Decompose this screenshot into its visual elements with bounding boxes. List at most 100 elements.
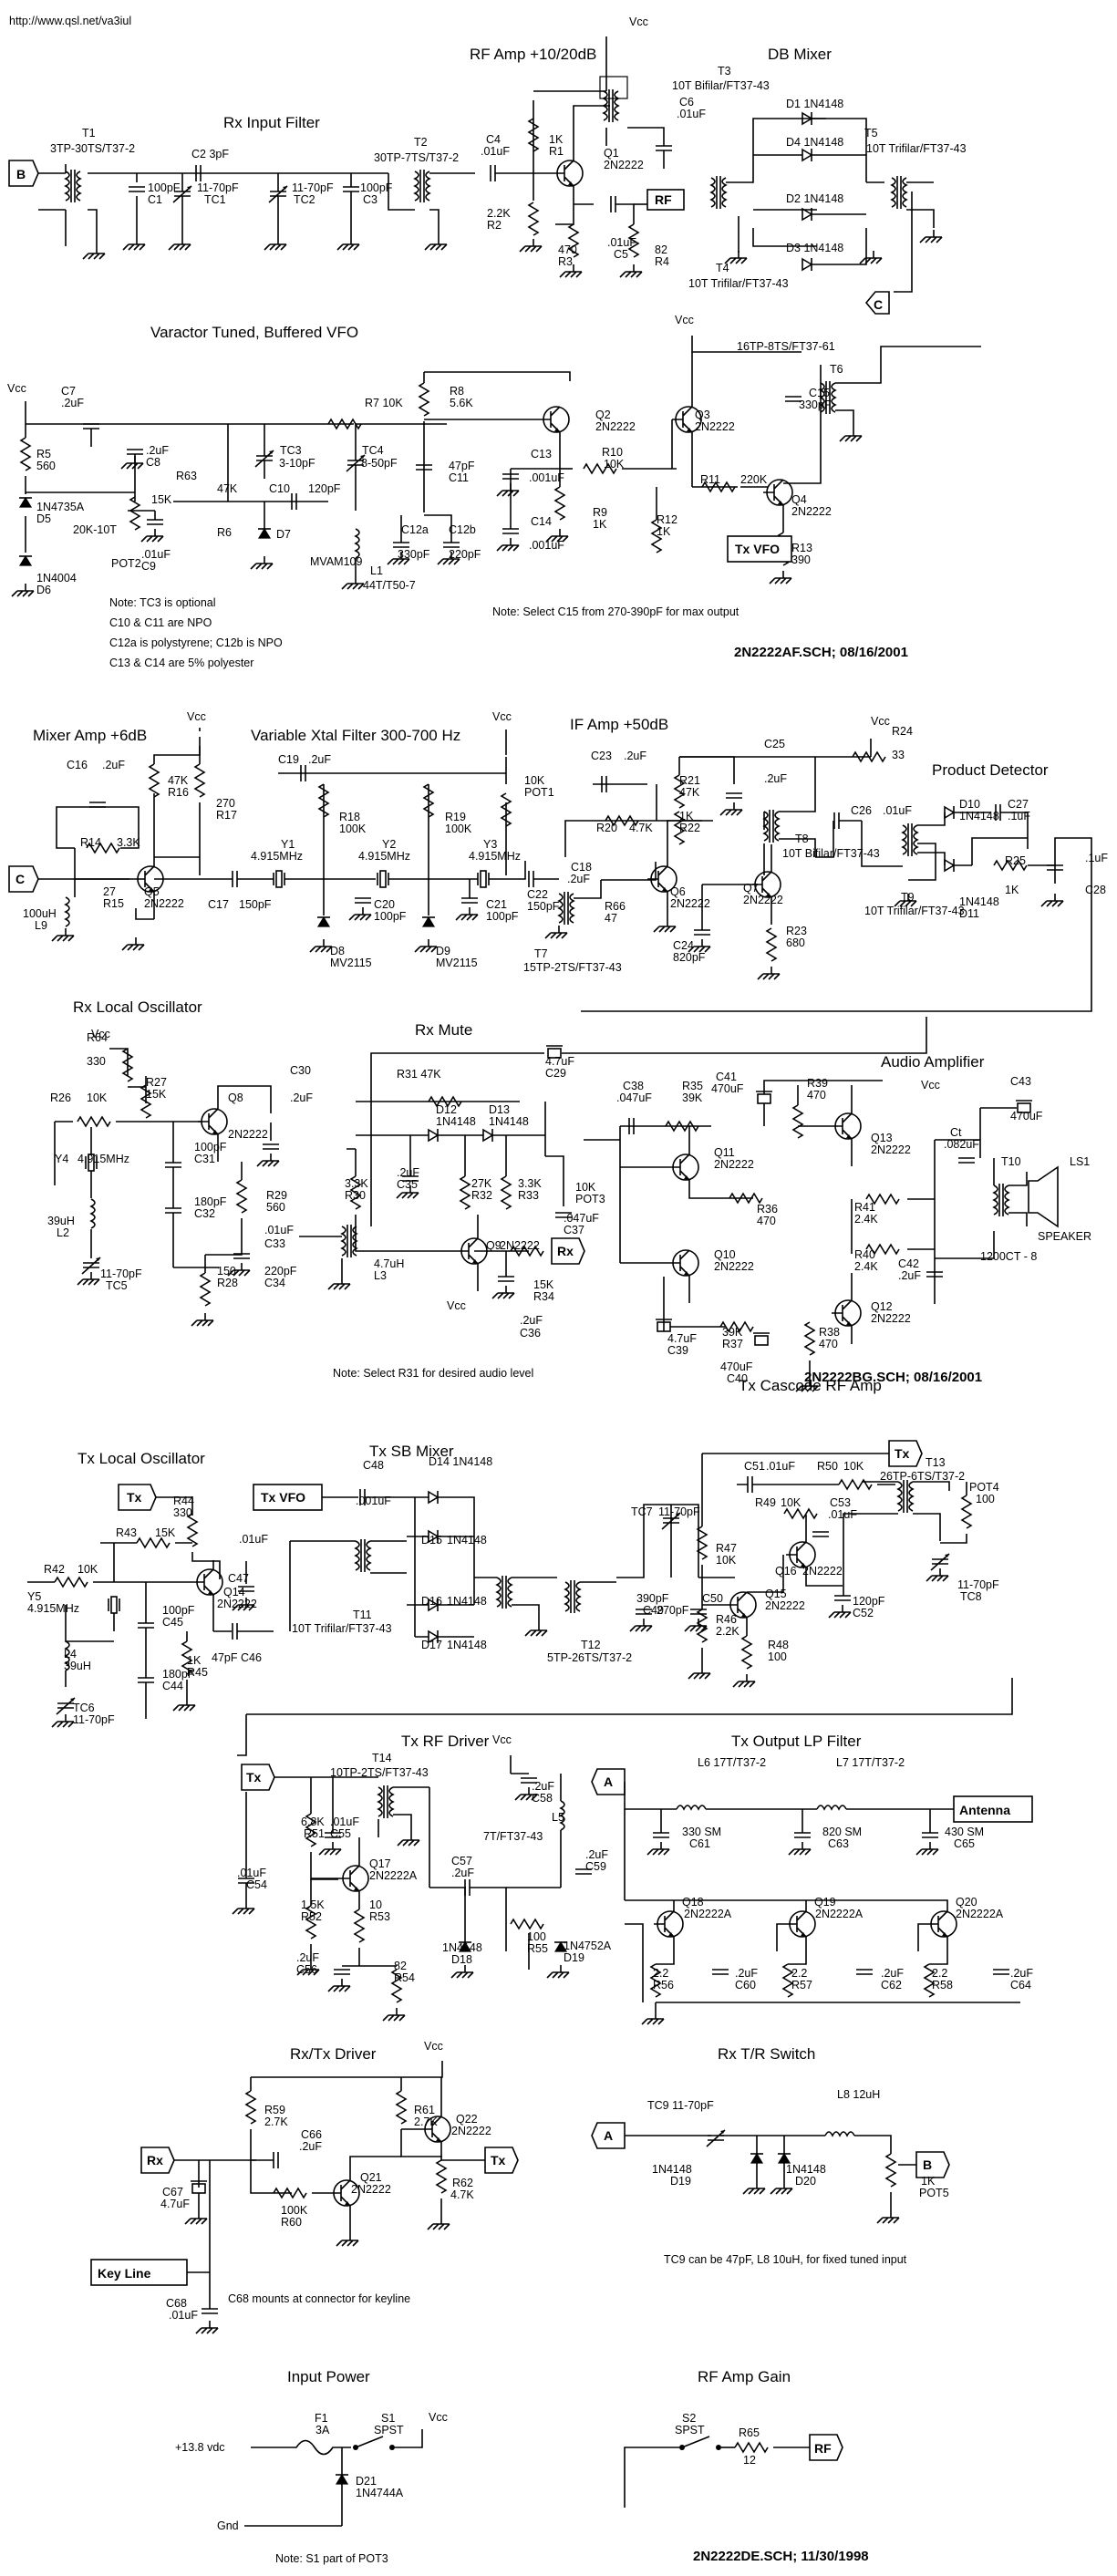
vfo-note-1: Note: TC3 is optional: [109, 596, 216, 609]
component-label: 15K: [533, 1278, 554, 1291]
component-label: TC6: [73, 1702, 95, 1714]
component-label: TC7: [631, 1505, 653, 1518]
component-label: 220pF: [449, 548, 481, 561]
component-label: R18: [339, 811, 360, 823]
component-label: 39uH: [47, 1215, 75, 1227]
component-label: C37: [564, 1224, 584, 1236]
component-label: R58: [932, 1979, 953, 1991]
component-label: L2: [57, 1226, 69, 1239]
component-label: TC3: [280, 444, 302, 457]
component-label: 10T Bifilar/FT37-43: [672, 79, 770, 92]
component-label: 6.8K: [301, 1816, 325, 1828]
component-label: 270pF: [657, 1604, 689, 1617]
component-label: 1N4148: [652, 2163, 692, 2176]
component-label: Q3: [695, 409, 710, 421]
component-label: R37: [722, 1338, 743, 1350]
component-label: 10T Bifilar/FT37-43: [782, 847, 880, 860]
component-label: T1: [82, 127, 96, 140]
component-label: 1N4735A: [36, 501, 85, 513]
vcc-label-power: Vcc: [429, 2411, 448, 2424]
component-label: C16: [67, 759, 88, 771]
tx-tag-driver: Tx: [246, 1770, 262, 1785]
component-label: POT3: [575, 1193, 605, 1205]
component-label: T10: [1001, 1155, 1021, 1168]
rx-input-filter-section: Rx Input Filter: [38, 114, 475, 260]
component-label: 4.7uF: [160, 2198, 190, 2210]
vcc-label-if2: Vcc: [871, 715, 890, 728]
component-label: R29: [266, 1189, 287, 1202]
component-label: .001uF: [529, 471, 564, 484]
r31-note: Note: Select R31 for desired audio level: [333, 1367, 533, 1380]
rf-tag: RF: [655, 192, 672, 207]
component-label: C28: [1085, 884, 1106, 896]
component-label: 10K: [781, 1496, 802, 1509]
tx-tag-lo: Tx: [127, 1490, 142, 1505]
component-label: D1 1N4148: [786, 98, 843, 110]
component-label: .2uF: [735, 1967, 758, 1980]
component-label: T7: [534, 947, 548, 960]
component-label: D11: [959, 907, 979, 920]
component-label: T2: [414, 136, 428, 149]
component-label: 47K: [217, 482, 238, 495]
component-label: 100pF: [374, 910, 407, 923]
component-label: Q7: [743, 882, 759, 895]
component-label: 270: [216, 797, 235, 810]
component-label: .1uF: [1085, 852, 1108, 864]
component-label: 3.3K: [345, 1177, 368, 1190]
component-label: 100K: [445, 822, 472, 835]
component-label: 330pF: [398, 548, 430, 561]
component-label: 39K: [682, 1091, 703, 1104]
component-label: 20K-10T: [73, 523, 117, 536]
component-label: 11-70pF: [957, 1578, 999, 1591]
component-label: C26: [851, 804, 872, 817]
component-label: 430 SM: [945, 1826, 984, 1838]
component-label: C36: [520, 1327, 541, 1340]
component-label: D16: [421, 1595, 442, 1608]
component-label: 15K: [146, 1088, 167, 1101]
tx-rf-driver-title: Tx RF Driver: [401, 1733, 490, 1750]
component-label: 2N2222A: [684, 1908, 732, 1920]
tx-sb-mixer-title: Tx SB Mixer: [369, 1443, 454, 1460]
component-label: LS1: [1070, 1155, 1090, 1168]
component-label: Q21: [360, 2171, 382, 2184]
component-label: 10T Trifilar/FT37-43: [864, 905, 965, 917]
component-label: 470: [819, 1338, 838, 1350]
component-label: C60: [735, 1979, 756, 1991]
rf-amp-title: RF Amp +10/20dB: [470, 46, 596, 63]
component-label: 330: [87, 1055, 106, 1068]
component-label: .01uF: [607, 236, 636, 249]
tx-cascode-section: Tx Cascode RF Amp Tx: [616, 1377, 972, 1688]
component-label: 2N2222: [871, 1312, 911, 1325]
component-label: R66: [605, 900, 626, 913]
component-label: 150pF: [527, 900, 560, 913]
rx-lo-section: Rx Local Oscillator Vcc: [54, 998, 357, 1327]
component-label: T4: [716, 262, 729, 274]
component-label: C30: [290, 1064, 311, 1077]
component-label: 10K: [575, 1181, 596, 1194]
tx-tag-cascode: Tx: [895, 1446, 910, 1461]
component-label: 560: [36, 460, 56, 472]
component-label: D17: [421, 1639, 442, 1651]
component-label: C21: [486, 898, 507, 911]
component-label: C40: [727, 1372, 748, 1385]
speaker-label: SPEAKER: [1038, 1230, 1091, 1243]
component-label: 1K: [1005, 884, 1019, 896]
component-label: Ct: [950, 1126, 962, 1139]
component-label: 100K: [339, 822, 367, 835]
component-label: .2uF: [299, 2140, 322, 2153]
component-label: C38: [623, 1080, 644, 1092]
component-label: 330pF: [799, 398, 832, 411]
component-label: .001uF: [529, 539, 564, 552]
component-label: 1N4004: [36, 572, 77, 585]
vfo-note-3: C12a is polystyrene; C12b is NPO: [109, 636, 283, 649]
b-tag-switch: B: [923, 2157, 932, 2172]
rx-tr-switch-section: Rx T/R Switch A B TC9 can be 47pF, L8 10…: [591, 2045, 950, 2266]
component-label: C58: [532, 1792, 553, 1805]
component-label: C2 3pF: [191, 148, 229, 160]
component-label: T13: [926, 1456, 946, 1469]
component-label: T14: [372, 1752, 392, 1764]
component-label: D21: [356, 2475, 377, 2488]
component-label: SPST: [675, 2424, 705, 2436]
component-label: T6: [830, 363, 843, 376]
component-label: R34: [533, 1290, 554, 1303]
